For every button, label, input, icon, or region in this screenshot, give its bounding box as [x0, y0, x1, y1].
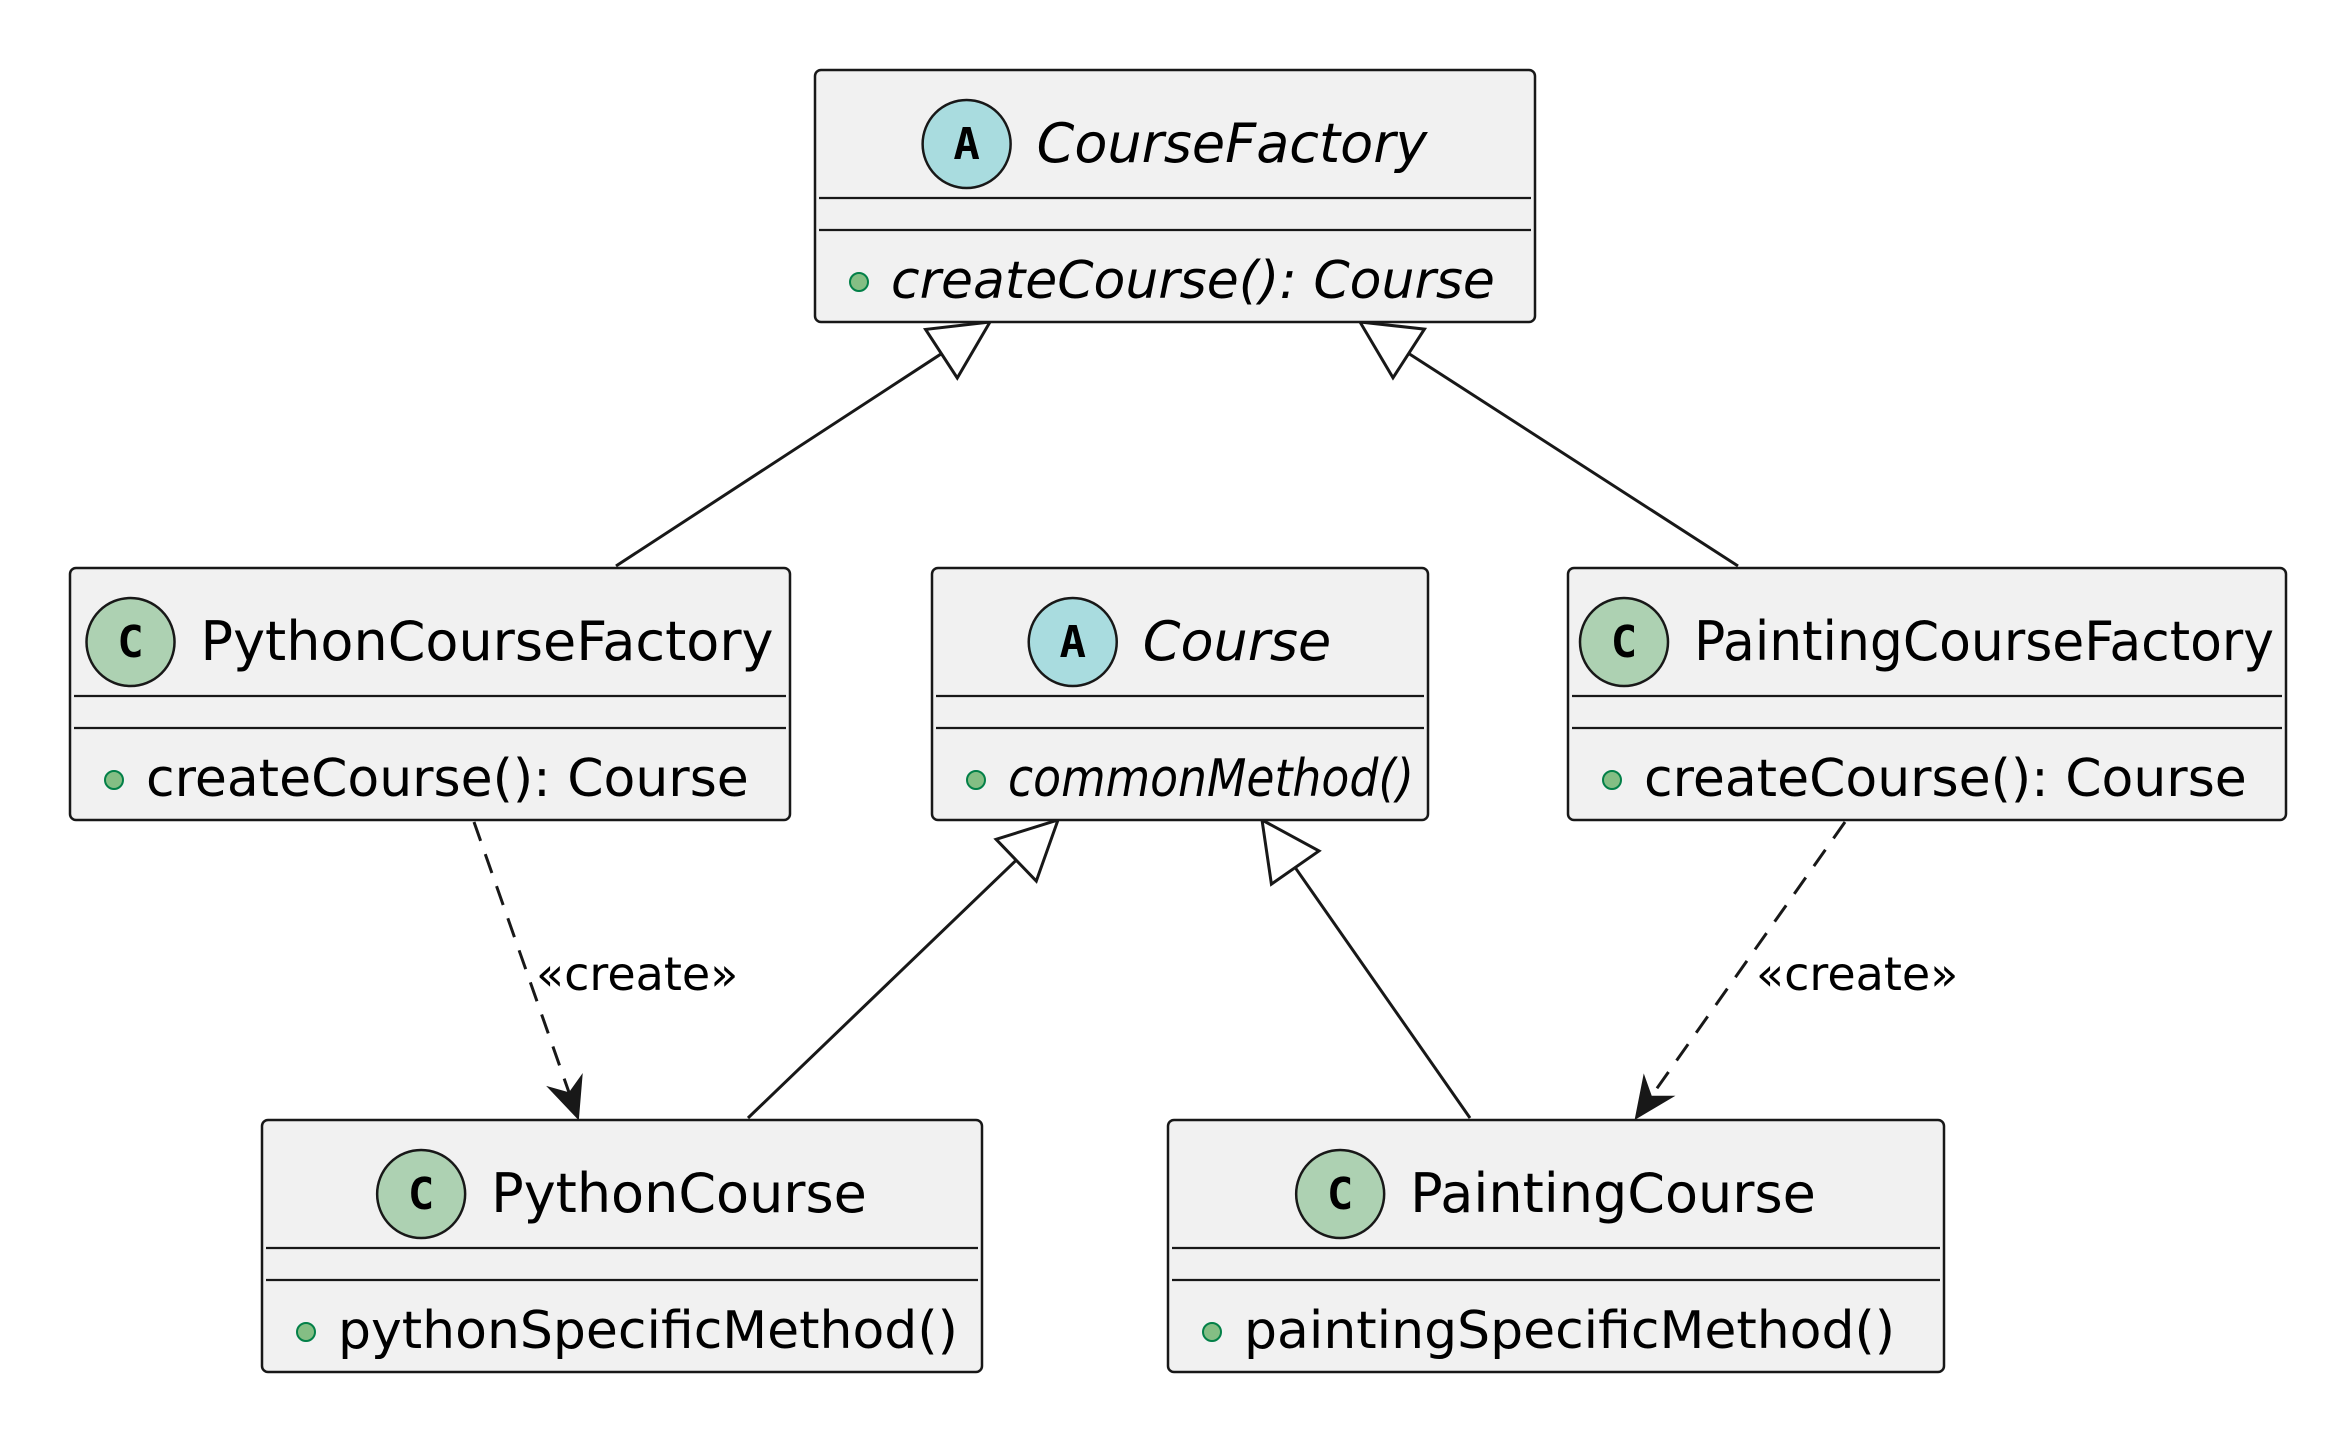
svg-text:C: C [1611, 617, 1638, 668]
class-name: PythonCourseFactory [201, 610, 774, 673]
inheritance-line [1293, 866, 1472, 1119]
class-name: PaintingCourseFactory [1694, 610, 2274, 673]
public-visibility-icon [296, 1322, 316, 1342]
method-signature: commonMethod() [1008, 749, 1414, 809]
class-box-background [1566, 566, 2288, 822]
class-name: PythonCourse [491, 1162, 867, 1225]
method-signature: pythonSpecificMethod() [338, 1301, 958, 1361]
inheritance-arrowhead [1260, 817, 1322, 887]
svg-text:C: C [408, 1169, 435, 1220]
inheritance-line [746, 859, 1018, 1120]
inheritance-arrowhead [993, 817, 1061, 884]
public-visibility-icon [104, 770, 124, 790]
class-name: Course [1143, 610, 1332, 673]
public-visibility-icon [849, 272, 869, 292]
public-visibility-icon [966, 770, 986, 790]
inheritance-arrowhead [922, 320, 993, 381]
dependency-arrowhead [1634, 1073, 1676, 1121]
svg-text:C: C [1327, 1169, 1354, 1220]
method-signature: createCourse(): Course [1644, 749, 2247, 809]
class-icon: C [1578, 596, 1670, 688]
method-signature: createCourse(): Course [891, 251, 1495, 311]
class-icon: C [375, 1148, 467, 1240]
svg-text:A: A [1059, 617, 1086, 668]
class-icon: C [85, 596, 176, 688]
method-signature: paintingSpecificMethod() [1244, 1301, 1895, 1361]
class-icon: C [1294, 1148, 1386, 1240]
inheritance-line [615, 352, 943, 568]
create-stereotype-label: «create» [1756, 947, 1958, 1001]
inheritance-edge [746, 817, 1061, 1120]
dependency-edge: «create» [472, 821, 738, 1121]
relations-layer: «create» «create» [472, 320, 1958, 1121]
inheritance-edge [1260, 817, 1472, 1119]
class-box-background [68, 566, 792, 822]
svg-text:C: C [117, 617, 144, 668]
class-name: PaintingCourse [1410, 1162, 1816, 1225]
public-visibility-icon [1602, 770, 1622, 790]
dependency-edge: «create» [1634, 821, 1958, 1121]
dependency-line [1649, 821, 1847, 1098]
inheritance-edge [615, 320, 993, 568]
svg-text:A: A [953, 119, 980, 170]
class-name: CourseFactory [1037, 112, 1429, 175]
create-stereotype-label: «create» [536, 947, 738, 1001]
inheritance-arrowhead [1357, 320, 1428, 381]
inheritance-line [1407, 352, 1739, 568]
inheritance-edge [1357, 320, 1739, 568]
dependency-line [472, 821, 571, 1094]
abstract-class-icon: A [921, 98, 1012, 190]
public-visibility-icon [1202, 1322, 1222, 1342]
dependency-arrowhead [546, 1072, 583, 1121]
method-signature: createCourse(): Course [146, 749, 749, 809]
abstract-class-icon: A [1027, 596, 1118, 688]
